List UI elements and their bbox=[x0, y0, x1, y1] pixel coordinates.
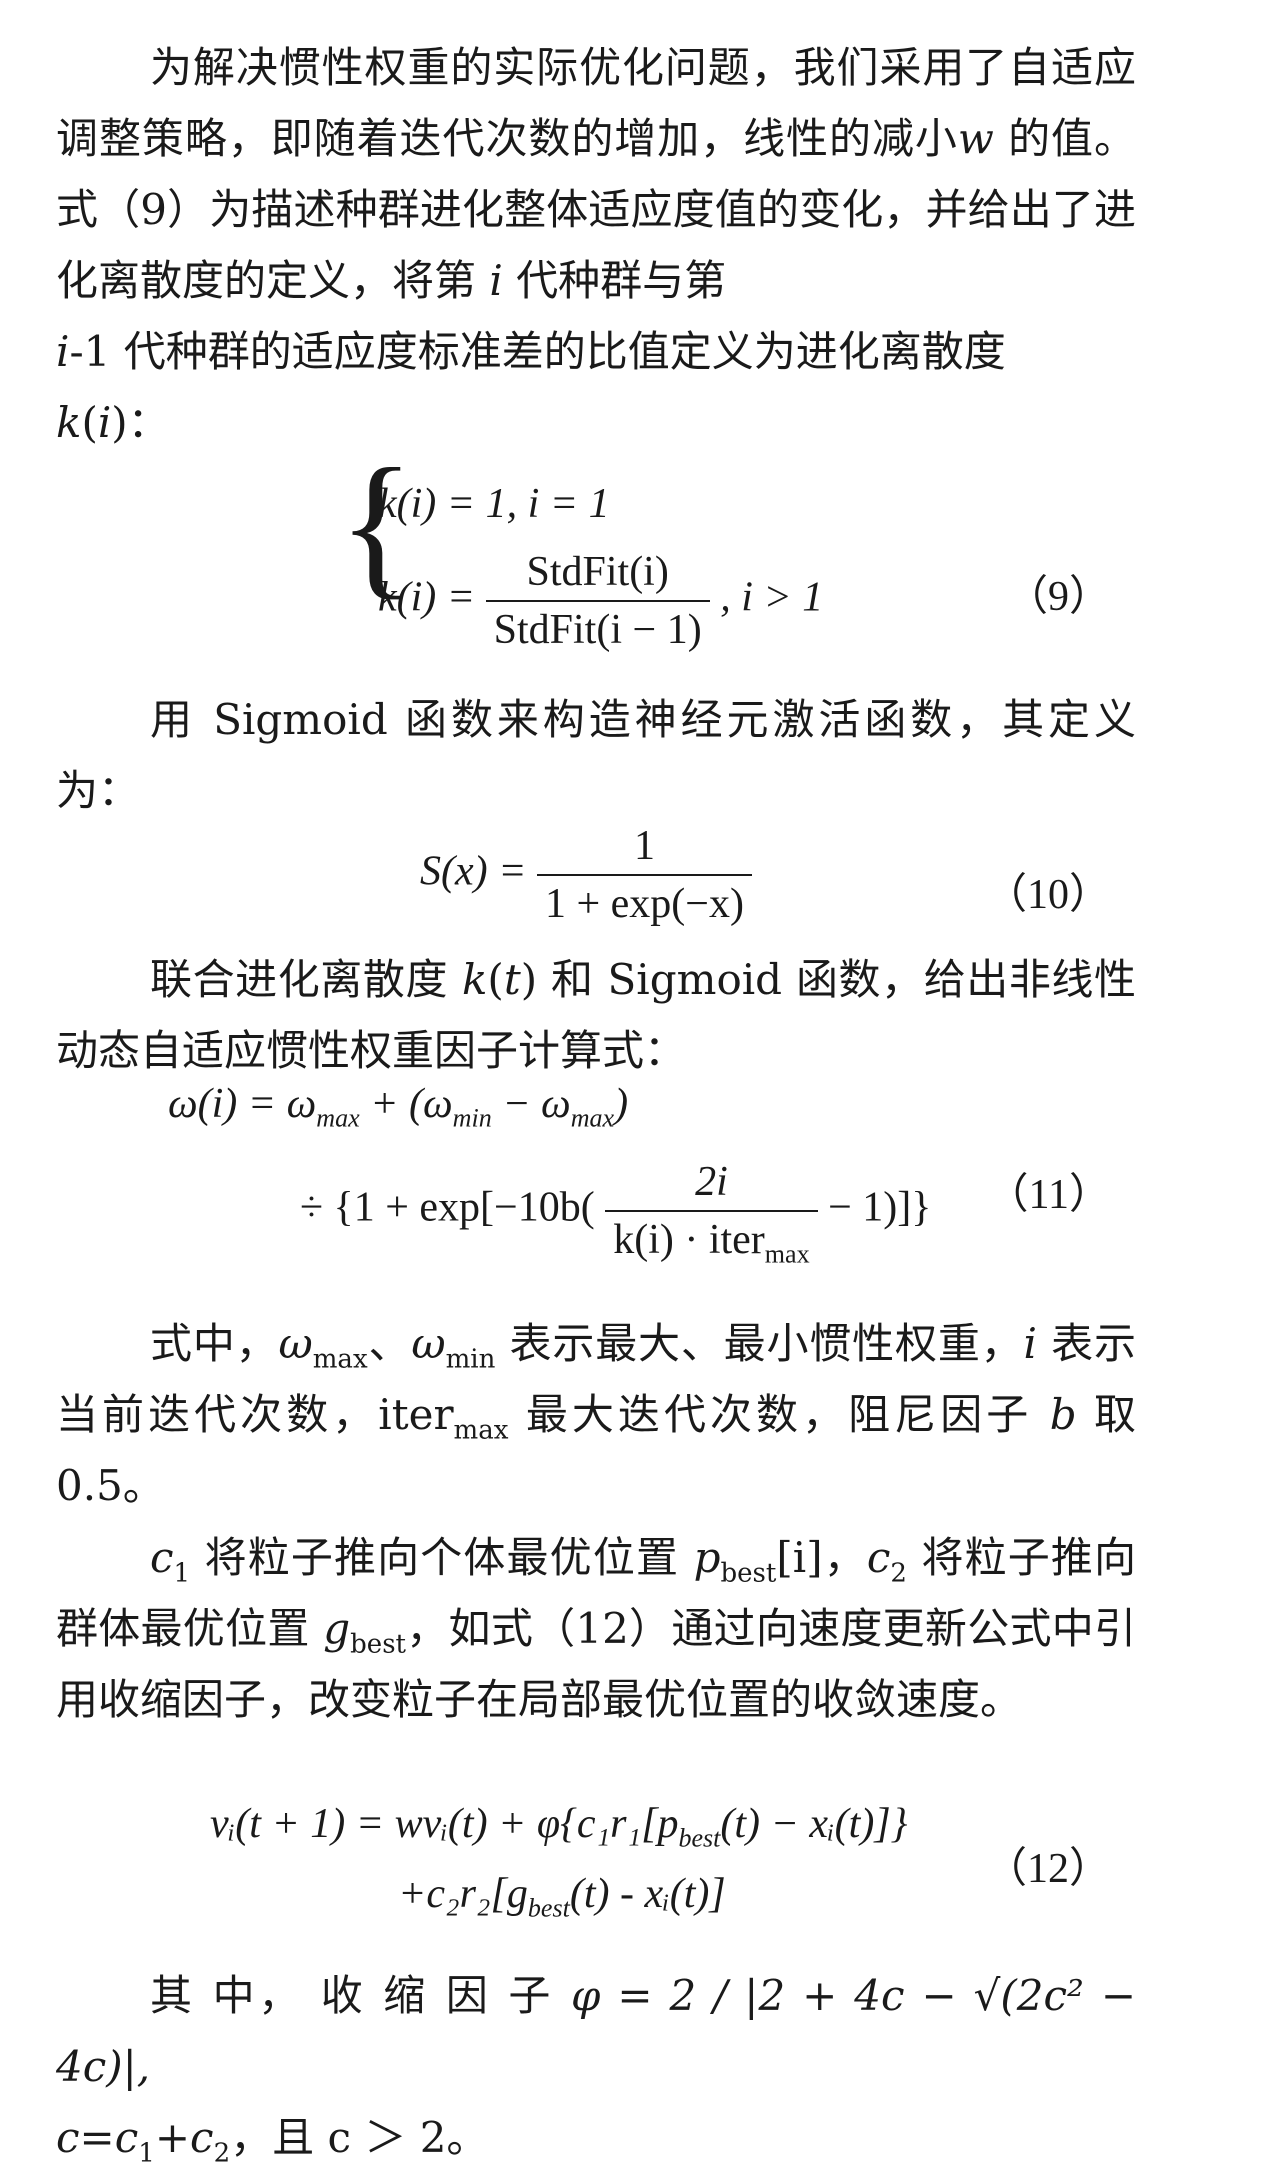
eq9-number: （9） bbox=[1005, 574, 1111, 620]
eq11-number: （11） bbox=[986, 1172, 1111, 1218]
paragraph-c1-c2: c1 将粒子推向个体最优位置 pbest[i]，c2 将粒子推向群体最优位置 g… bbox=[56, 1533, 1136, 1724]
paragraph-where: 式中，ωmax、ωmin 表示最大、最小惯性权重，i 表示当前迭代次数，iter… bbox=[56, 1319, 1136, 1510]
eq11-line1: ω(i) = ωmax + (ωmin − ωmax) bbox=[168, 1081, 629, 1133]
eq12-line1: vᵢ(t + 1) = wvᵢ(t) + φ{c₁r₁[pbest(t) − x… bbox=[210, 1801, 908, 1853]
paragraph-inertia-weight: 为解决惯性权重的实际优化问题，我们采用了自适应调整策略，即随着迭代次数的增加，线… bbox=[56, 43, 1136, 447]
eq10-number: （10） bbox=[984, 872, 1111, 918]
paragraph-combined: 联合进化离散度 k(t) 和 Sigmoid 函数，给出非线性动态自适应惯性权重… bbox=[56, 955, 1136, 1075]
equation-12: vᵢ(t + 1) = wvᵢ(t) + φ{c₁r₁[pbest(t) − x… bbox=[0, 1800, 1281, 1950]
paragraph-sigmoid: 用 Sigmoid 函数来构造神经元激活函数，其定义为： bbox=[56, 695, 1136, 815]
eq9-line2: k(i) = StdFit(i)StdFit(i − 1) , i > 1 bbox=[378, 549, 824, 653]
eq9-line1: k(i) = 1, i = 1 bbox=[378, 481, 610, 527]
left-brace: { bbox=[338, 435, 415, 613]
equation-11: ω(i) = ωmax + (ωmin − ωmax) ÷ {1 + exp[−… bbox=[0, 1080, 1281, 1320]
equation-9: { k(i) = 1, i = 1 k(i) = StdFit(i)StdFit… bbox=[0, 444, 1281, 670]
paragraph-contraction: 其 中， 收 缩 因 子 φ = 2 / |2 + 4c − √(2c² − 4… bbox=[56, 1971, 1137, 2169]
eq12-line2: +c₂r₂[gbest(t) - xᵢ(t)] bbox=[398, 1871, 726, 1923]
eq12-number: （12） bbox=[984, 1846, 1111, 1892]
